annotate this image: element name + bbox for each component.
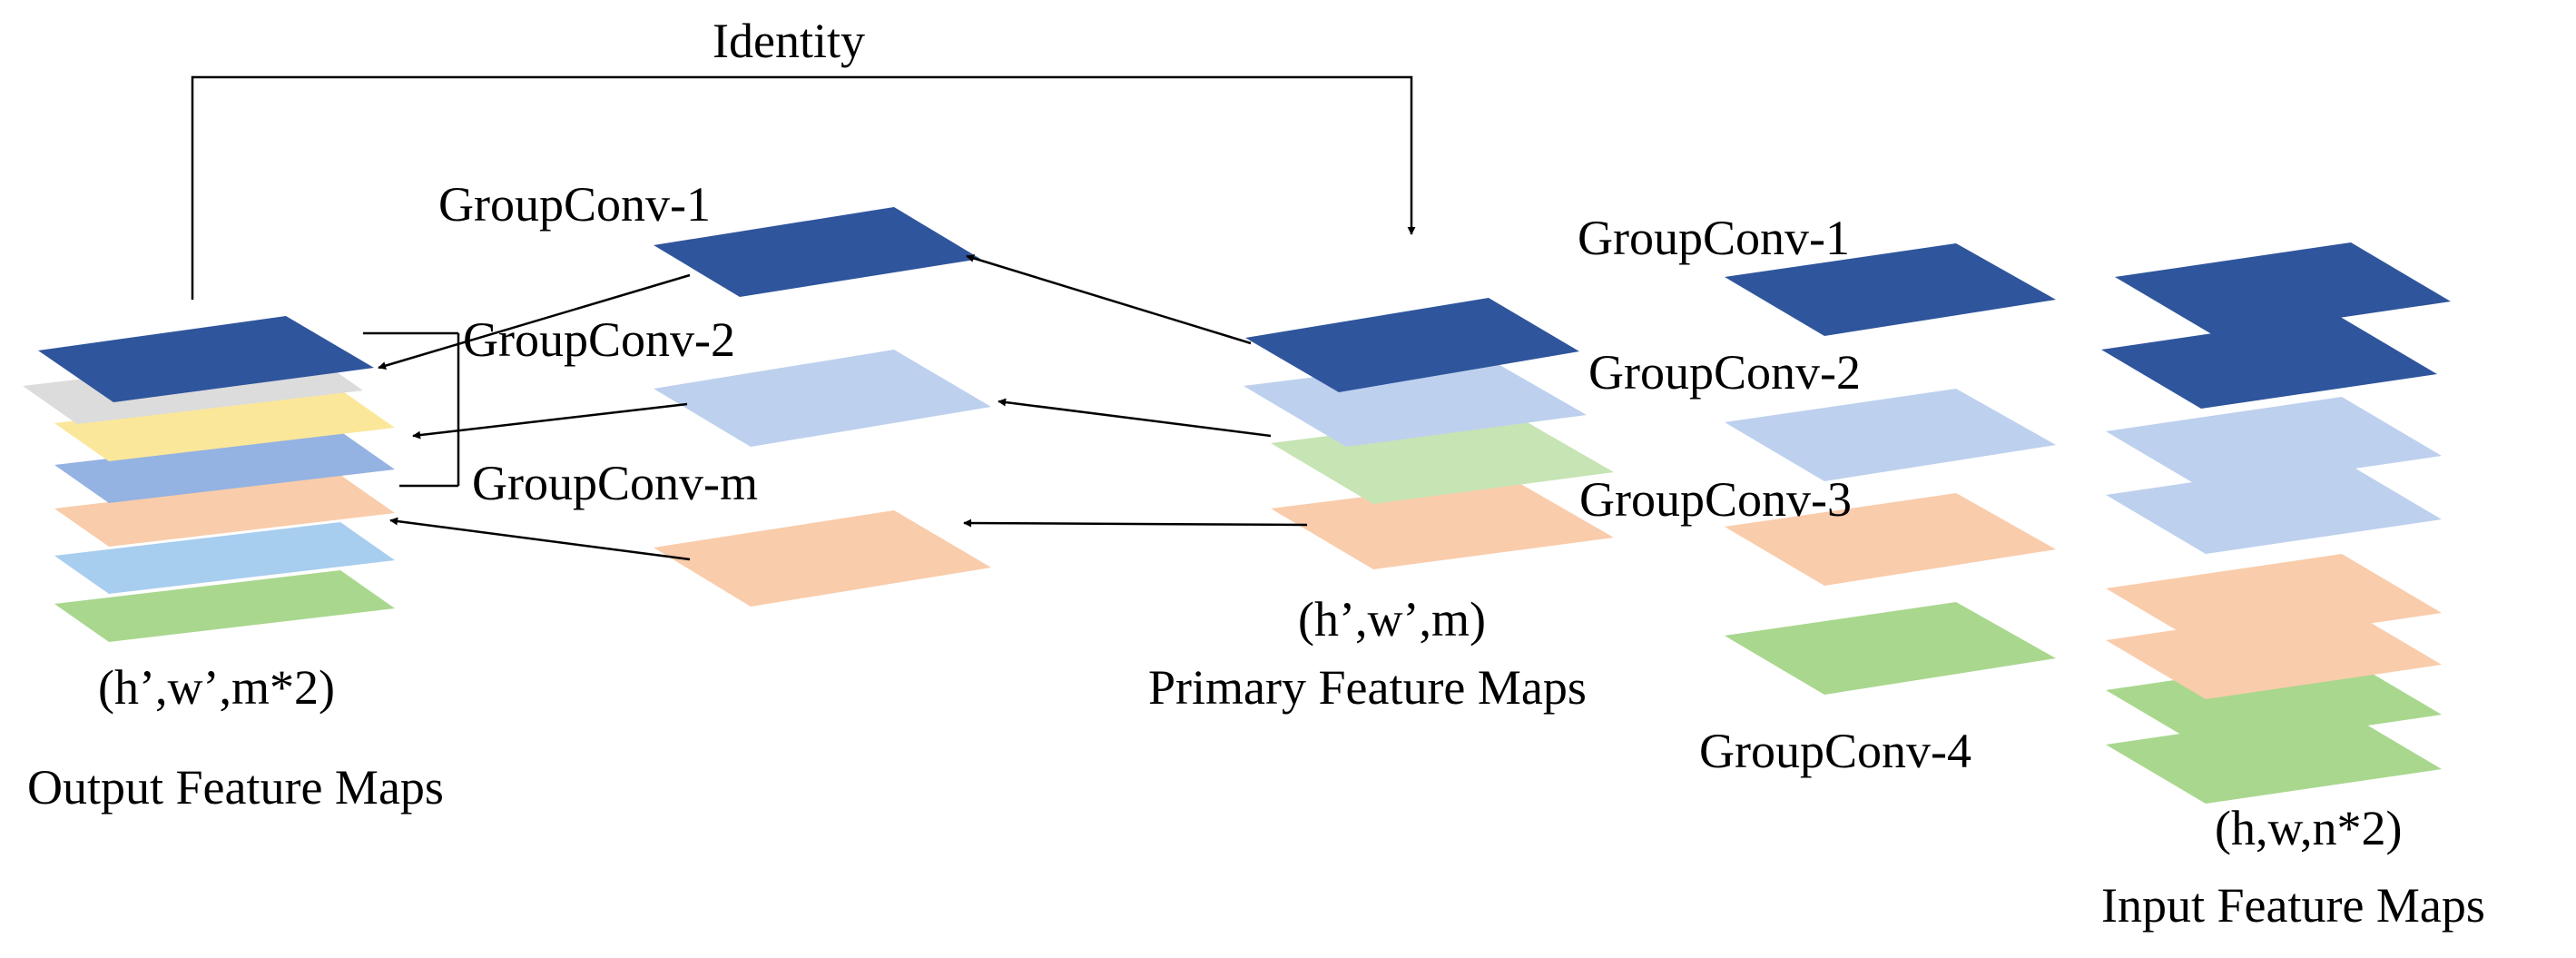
output-dims-label: (h’,w’,m*2) [98, 660, 335, 715]
arrow-primary-to-ghost-2 [998, 398, 1272, 438]
output-layer-dark-blue [38, 316, 374, 402]
arrow-ghost-3-to-output [389, 517, 691, 561]
output-layer-peach [54, 475, 395, 547]
input-groupconv-3-label: GroupConv-3 [1579, 472, 1852, 527]
ghost-map-peach [654, 510, 991, 607]
output-feature-maps-stack [23, 316, 395, 642]
output-layer-mid-blue [54, 431, 395, 503]
primary-layer-peach [1271, 479, 1614, 569]
groupconv-map-3 [1725, 493, 2056, 586]
input-groupconv-2-label: GroupConv-2 [1588, 345, 1861, 400]
identity-label: Identity [713, 14, 865, 68]
output-layer-sky-blue [54, 522, 395, 594]
primary-dims-label: (h’,w’,m) [1298, 592, 1486, 647]
output-groupconv-2-label: GroupConv-2 [463, 312, 735, 367]
groupconv-map-2 [1725, 389, 2056, 481]
input-feature-maps-stack [2101, 242, 2451, 804]
output-groupconv-m-label: GroupConv-m [472, 456, 758, 510]
arrows [378, 254, 1308, 561]
arrow-primary-to-ghost-3 [963, 519, 1308, 528]
arrow-primary-to-ghost-1 [966, 254, 1252, 345]
arrow-ghost-1-to-output [378, 273, 691, 370]
output-layer-yellow [54, 390, 395, 461]
identity-connection [191, 75, 1416, 300]
primary-feature-maps-stack [1244, 298, 1614, 569]
groupconv-map-1 [1725, 243, 2056, 336]
output-groupconv-1-label: GroupConv-1 [438, 177, 711, 232]
output-title-label: Output Feature Maps [27, 760, 444, 815]
groupconv-maps-column [1725, 243, 2056, 695]
primary-title-label: Primary Feature Maps [1148, 660, 1587, 715]
input-groupconv-1-label: GroupConv-1 [1578, 211, 1850, 265]
output-group-bracket [363, 331, 460, 488]
input-layer-peach-1 [2106, 554, 2442, 647]
ghost-maps-column [654, 207, 991, 607]
input-groupconv-4-label: GroupConv-4 [1699, 724, 1971, 778]
arrow-ghost-2-to-output [412, 402, 688, 439]
primary-layer-dark-blue [1245, 298, 1579, 392]
input-title-label: Input Feature Maps [2101, 878, 2485, 933]
input-layer-dark-blue-1 [2115, 242, 2451, 336]
input-layer-dark-blue-2 [2101, 315, 2437, 409]
groupconv-map-4 [1725, 602, 2056, 695]
input-layer-light-blue-1 [2106, 397, 2442, 490]
input-dims-label: (h,w,n*2) [2215, 801, 2402, 855]
ghost-map-light-blue [654, 350, 991, 447]
input-layer-light-blue-2 [2106, 460, 2442, 554]
output-layer-green [54, 570, 395, 642]
ghost-map-dark-blue [654, 207, 980, 297]
